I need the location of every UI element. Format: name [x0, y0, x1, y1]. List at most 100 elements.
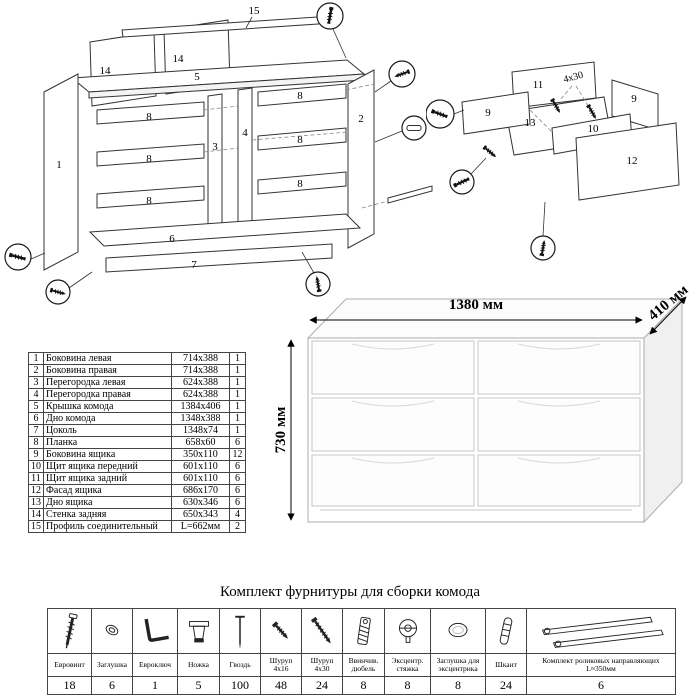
roller-guides-icon — [541, 616, 664, 648]
hw-cell-threaded-dowel — [342, 608, 385, 654]
parts-cell-name: Дно комода — [43, 412, 172, 425]
parts-cell-name: Стенка задняя — [43, 508, 172, 521]
parts-cell-num: 5 — [28, 400, 44, 413]
part-label: 8 — [146, 153, 152, 165]
drawer-side-left — [461, 91, 531, 135]
part-label: 8 — [297, 134, 303, 146]
parts-cell-name: Боковина правая — [43, 364, 172, 377]
width-dimension: 1380 мм — [449, 297, 503, 313]
hw-qty: 8 — [342, 676, 385, 695]
parts-cell-size: 714x388 — [171, 352, 230, 365]
hw-qty: 18 — [47, 676, 92, 695]
drawer-exploded-diagram: 11 4x30 9 9 13 10 12 — [426, 61, 680, 261]
hw-cell-hex-key — [132, 608, 178, 654]
drawer-part-labels: 11 4x30 9 9 13 10 12 — [485, 70, 637, 167]
planks-right — [257, 83, 347, 195]
parts-cell-num: 4 — [28, 388, 44, 401]
parts-cell-qty: 6 — [229, 472, 246, 485]
parts-cell-num: 12 — [28, 484, 44, 497]
part-label: 8 — [297, 178, 303, 190]
plinth-board — [105, 243, 333, 273]
hw-qty: 48 — [260, 676, 302, 695]
parts-cell-qty: 1 — [229, 352, 246, 365]
screw-icon — [481, 144, 499, 160]
hw-qty: 6 — [526, 676, 676, 695]
parts-cell-qty: 1 — [229, 424, 246, 437]
hw-cell-foot — [177, 608, 220, 654]
parts-cell-size: L=662мм — [171, 520, 230, 533]
hardware-qty-row: 18 6 1 5 100 48 24 8 8 8 24 6 — [47, 676, 676, 695]
parts-cell-num: 11 — [28, 472, 44, 485]
hw-cell-cam-cap — [430, 608, 486, 654]
foot-icon — [188, 621, 209, 643]
hex-key-icon — [144, 618, 169, 642]
parts-cell-qty: 6 — [229, 436, 246, 449]
screw-size-label: 4x30 — [562, 70, 584, 86]
hw-name: Заглушка — [91, 653, 133, 677]
planks-left — [96, 101, 205, 209]
parts-cell-qty: 1 — [229, 364, 246, 377]
hardware-names-row: Евровинт Заглушка Евроключ Ножка Гвоздь … — [47, 653, 676, 677]
parts-cell-qty: 6 — [229, 460, 246, 473]
parts-cell-name: Перегородка правая — [43, 388, 172, 401]
parts-cell-size: 350x110 — [171, 448, 230, 461]
nail-icon — [235, 615, 245, 650]
hw-name: Эксцентр. стяжка — [384, 653, 431, 677]
part-label: 4 — [242, 127, 248, 139]
parts-cell-qty: 6 — [229, 484, 246, 497]
screw-4x16-icon — [271, 621, 288, 639]
hw-qty: 8 — [430, 676, 486, 695]
parts-cell-size: 714x388 — [171, 364, 230, 377]
part-label: 3 — [212, 141, 218, 153]
parts-cell-num: 1 — [28, 352, 44, 365]
parts-cell-name: Дно ящика — [43, 496, 172, 509]
parts-cell-num: 8 — [28, 436, 44, 449]
hw-name: Гвоздь — [219, 653, 261, 677]
part-label: 14 — [100, 65, 112, 77]
parts-cell-size: 1348x74 — [171, 424, 230, 437]
parts-cell-num: 7 — [28, 424, 44, 437]
parts-cell-size: 624x388 — [171, 376, 230, 389]
parts-cell-size: 601x110 — [171, 472, 230, 485]
hw-cell-wood-dowel — [485, 608, 527, 654]
parts-cell-size: 650x343 — [171, 508, 230, 521]
part-label: 9 — [631, 93, 637, 105]
hw-qty: 5 — [177, 676, 220, 695]
parts-cell-size: 624x388 — [171, 388, 230, 401]
parts-cell-num: 3 — [28, 376, 44, 389]
hw-name: Евровинт — [47, 653, 92, 677]
parts-cell-num: 13 — [28, 496, 44, 509]
fastener-callouts — [4, 2, 427, 305]
bottom-board — [88, 213, 362, 247]
hw-cell-plug-cap — [91, 608, 133, 654]
hw-qty: 100 — [219, 676, 261, 695]
parts-cell-name: Планка — [43, 436, 172, 449]
hw-name: Шкант — [485, 653, 527, 677]
hardware-table: Евровинт Заглушка Евроключ Ножка Гвоздь … — [47, 608, 676, 695]
part-label: 14 — [173, 53, 185, 65]
parts-cell-name: Перегородка левая — [43, 376, 172, 389]
parts-cell-qty: 1 — [229, 376, 246, 389]
parts-cell-num: 14 — [28, 508, 44, 521]
hw-name: Шуруп 4x30 — [301, 653, 343, 677]
parts-cell-qty: 1 — [229, 412, 246, 425]
parts-cell-name: Фасад ящика — [43, 484, 172, 497]
hw-qty: 6 — [91, 676, 133, 695]
dresser-drawing — [306, 297, 684, 524]
drawer-fronts — [311, 340, 641, 507]
parts-cell-qty: 1 — [229, 400, 246, 413]
fastener-callouts — [426, 99, 556, 261]
height-dimension: 730 мм — [273, 407, 289, 454]
hw-cell-euroscrew — [47, 608, 92, 654]
euroscrew-icon — [64, 613, 78, 649]
dimension-drawing: 1380 мм 410 мм 730 мм — [273, 286, 691, 524]
cam-cap-icon — [448, 622, 468, 638]
part-label: 8 — [146, 111, 152, 123]
